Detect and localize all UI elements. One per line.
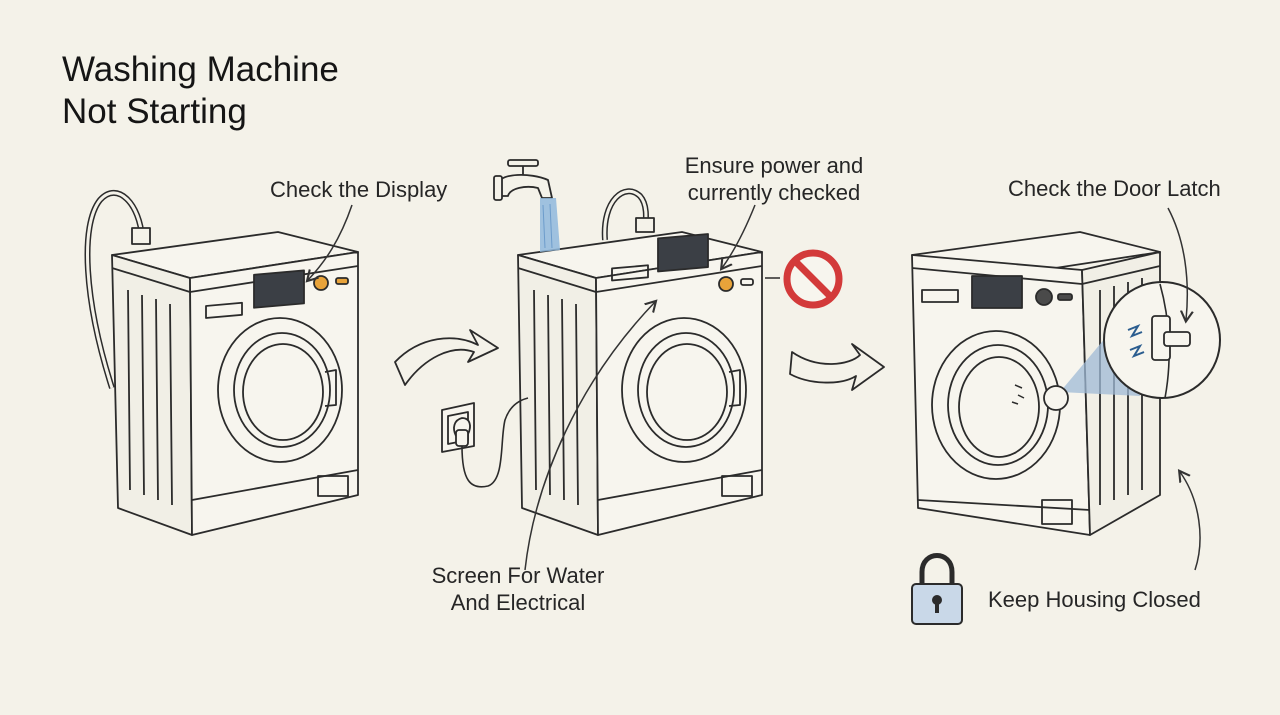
- magnifier-icon: [1103, 281, 1221, 399]
- label-screen-for: Screen For Water And Electrical: [428, 562, 608, 616]
- machine-1-display: [253, 269, 305, 309]
- machine-1-knob: [313, 275, 329, 291]
- label-ensure-power-line-1: Ensure power and: [684, 153, 864, 178]
- arrow-right-icon: [394, 329, 499, 386]
- label-ensure-power: Ensure power and currently checked: [684, 152, 864, 206]
- page-title-line-1: Washing Machine: [62, 50, 339, 89]
- callout-line-latch: [1167, 207, 1187, 320]
- machine-3-knob: [1035, 288, 1053, 306]
- callout-line-display: [308, 204, 353, 280]
- washing-machine-1: [84, 190, 359, 536]
- callout-line-screen: [524, 302, 655, 571]
- machine-2-display: [657, 233, 709, 273]
- machine-3-display: [971, 275, 1023, 309]
- faucet-icon: [493, 159, 553, 201]
- washing-machine-2: [517, 188, 763, 536]
- label-check-door-latch: Check the Door Latch: [1008, 176, 1221, 201]
- arrow-right-icon-2: [789, 343, 885, 391]
- power-cord: [461, 397, 529, 488]
- callout-line-power: [722, 204, 756, 268]
- label-keep-housing-closed: Keep Housing Closed: [988, 587, 1201, 612]
- power-outlet-icon: [441, 402, 475, 453]
- callout-line-housing: [1180, 472, 1201, 571]
- label-screen-for-line-1: Screen For Water: [431, 563, 605, 588]
- page-title-line-2: Not Starting: [62, 92, 247, 131]
- label-ensure-power-line-2: currently checked: [687, 180, 861, 205]
- padlock-icon: [911, 553, 963, 625]
- machine-2-knob: [718, 276, 734, 292]
- label-check-display: Check the Display: [270, 177, 448, 202]
- prohibited-icon: [783, 249, 843, 309]
- label-screen-for-line-2: And Electrical: [450, 590, 586, 615]
